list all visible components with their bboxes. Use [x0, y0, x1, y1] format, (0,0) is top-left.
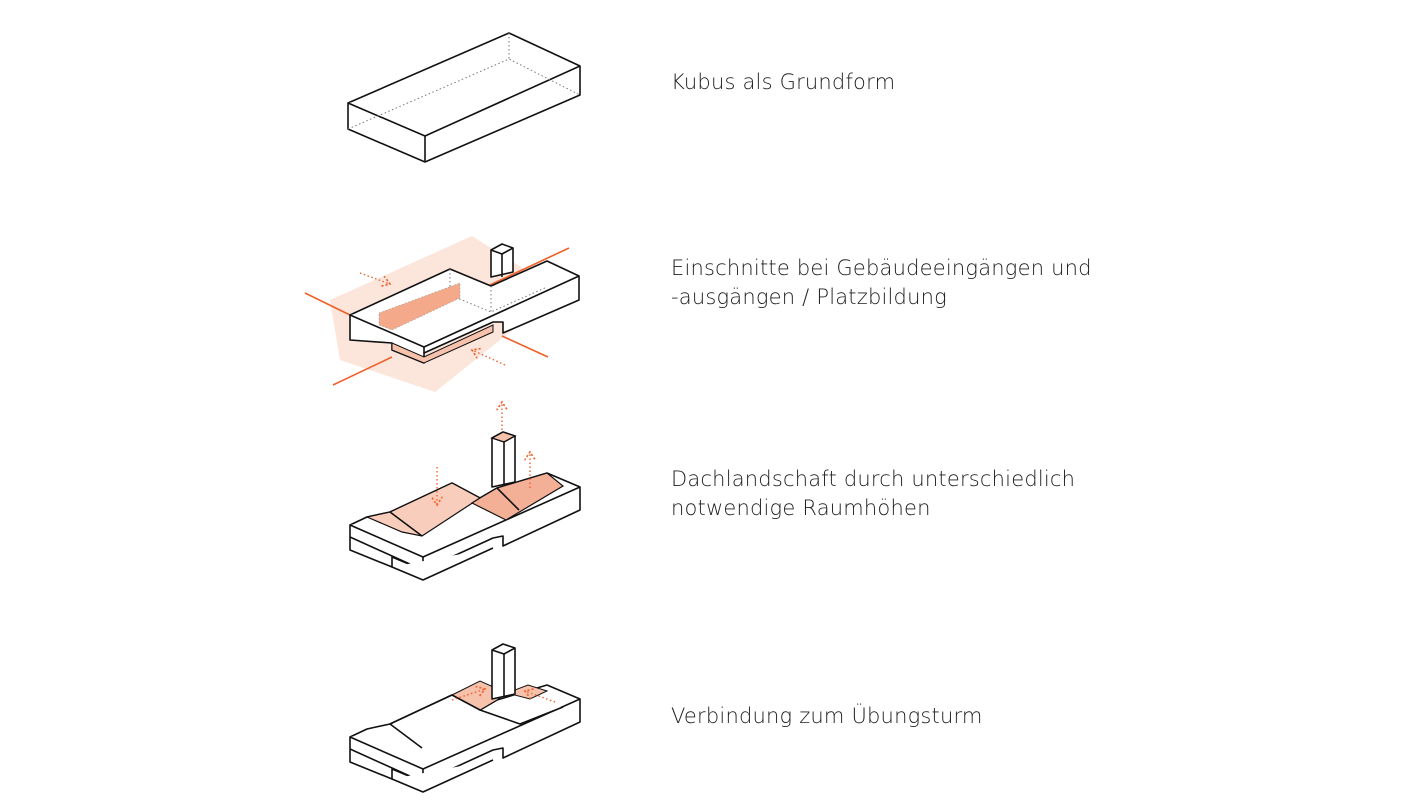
- caption-line: notwendige Raumhöhen: [671, 496, 931, 520]
- caption-entrance-cuts: Einschnitte bei Gebäudeeingängen und -au…: [671, 254, 1092, 312]
- diagram-cube-base-form: [347, 32, 581, 163]
- diagram-entrance-cuts: [304, 236, 580, 392]
- caption-line: Verbindung zum Übungsturm: [671, 704, 983, 728]
- caption-cube-base-form: Kubus als Grundform: [671, 68, 895, 97]
- caption-tower-connection: Verbindung zum Übungsturm: [671, 702, 983, 731]
- diagram-roof-landscape: [349, 402, 581, 581]
- caption-line: Dachlandschaft durch unterschiedlich: [671, 467, 1076, 491]
- caption-line: Kubus als Grundform: [671, 70, 896, 94]
- caption-roof-landscape: Dachlandschaft durch unterschiedlich not…: [671, 465, 1075, 523]
- diagram-tower-connection: [349, 643, 581, 793]
- caption-line: Einschnitte bei Gebäudeeingängen und: [671, 256, 1092, 280]
- caption-line: -ausgängen / Platzbildung: [671, 285, 947, 309]
